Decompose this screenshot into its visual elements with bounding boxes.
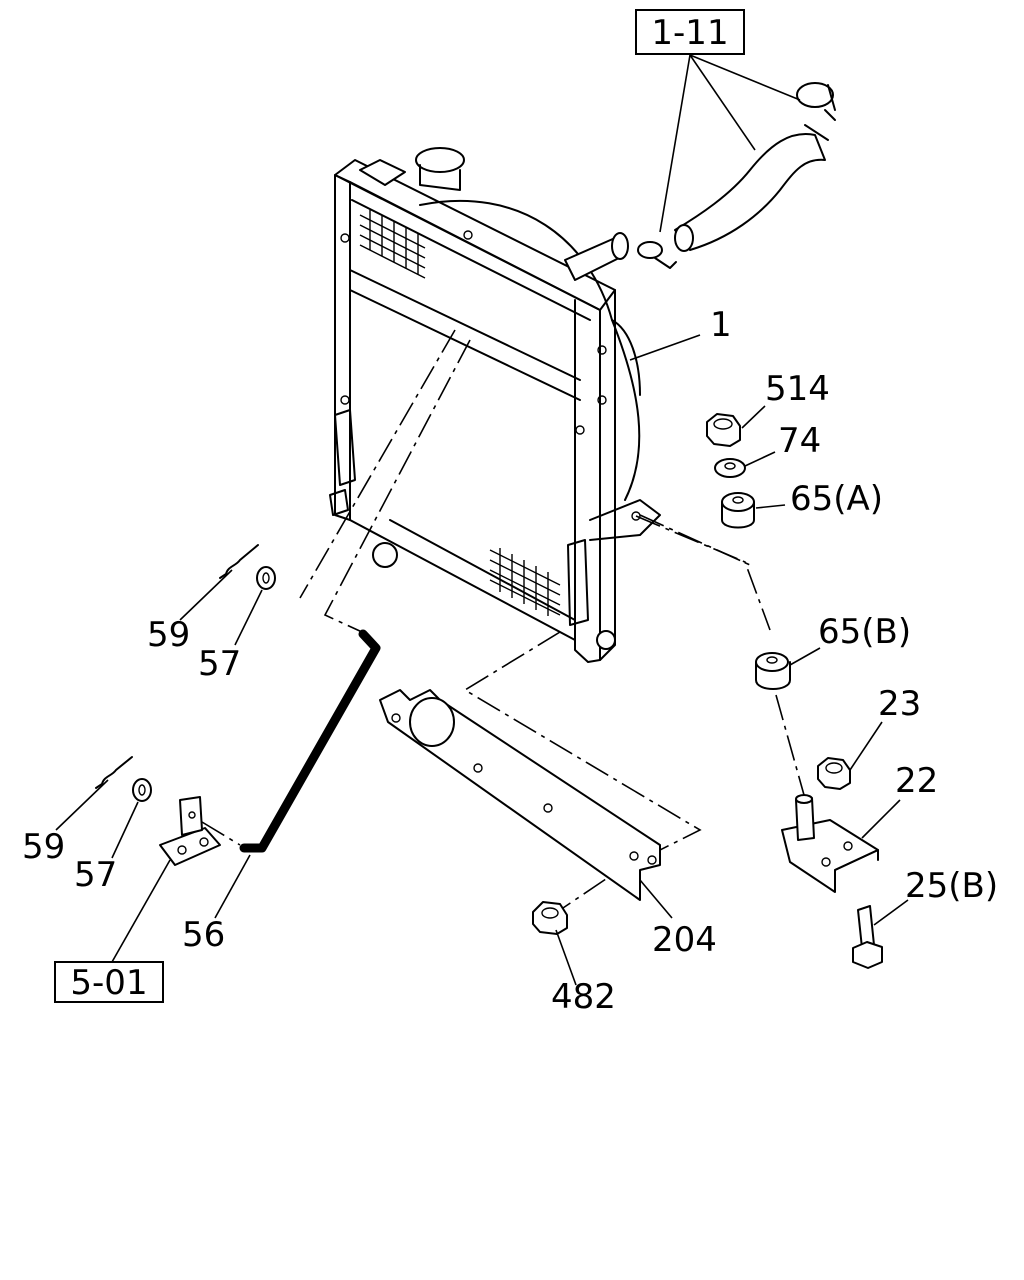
callout-25b: 25(B)	[905, 866, 998, 906]
nut-482	[532, 901, 568, 935]
washer-57-lower	[132, 778, 152, 802]
reference-5-01[interactable]: 5-01	[70, 963, 147, 1003]
callout-59-upper: 59	[147, 615, 190, 655]
callout-514: 514	[765, 369, 830, 409]
callout-204: 204	[652, 920, 717, 960]
bracket-22	[781, 794, 879, 893]
callout-56: 56	[182, 915, 225, 955]
callout-65b: 65(B)	[818, 612, 911, 652]
hose-clamp-lower	[637, 241, 677, 269]
radiator-assembly	[329, 147, 661, 663]
overflow-hose-56	[239, 629, 381, 853]
reference-box-5-01[interactable]	[54, 961, 164, 1003]
bolt-25b	[852, 905, 883, 969]
leader-1	[629, 334, 701, 361]
reference-box-1-11[interactable]	[635, 9, 745, 55]
nut-514	[706, 413, 741, 447]
washer-74	[714, 458, 746, 478]
callout-74: 74	[778, 421, 821, 461]
washer-57-upper	[256, 566, 276, 590]
plate-204	[379, 689, 661, 901]
callout-482: 482	[551, 977, 616, 1017]
bracket-5-01	[159, 796, 241, 866]
cushion-65a	[721, 492, 755, 529]
assembly-centerlines	[299, 329, 805, 911]
callout-65a: 65(A)	[790, 479, 883, 519]
leaders-1-11	[659, 54, 801, 233]
reference-1-11[interactable]: 1-11	[651, 13, 728, 53]
nut-23	[817, 757, 851, 790]
hose-clamp-upper	[796, 82, 836, 121]
upper-hose	[674, 124, 829, 252]
callout-57-lower: 57	[74, 855, 117, 895]
callout-1: 1	[710, 305, 732, 345]
clip-59-lower	[95, 756, 133, 789]
clip-59-upper	[219, 544, 259, 579]
callout-59-lower: 59	[22, 827, 65, 867]
cushion-65b	[755, 652, 791, 690]
callout-57-upper: 57	[198, 644, 241, 684]
callout-23: 23	[878, 684, 921, 724]
callout-22: 22	[895, 761, 938, 801]
